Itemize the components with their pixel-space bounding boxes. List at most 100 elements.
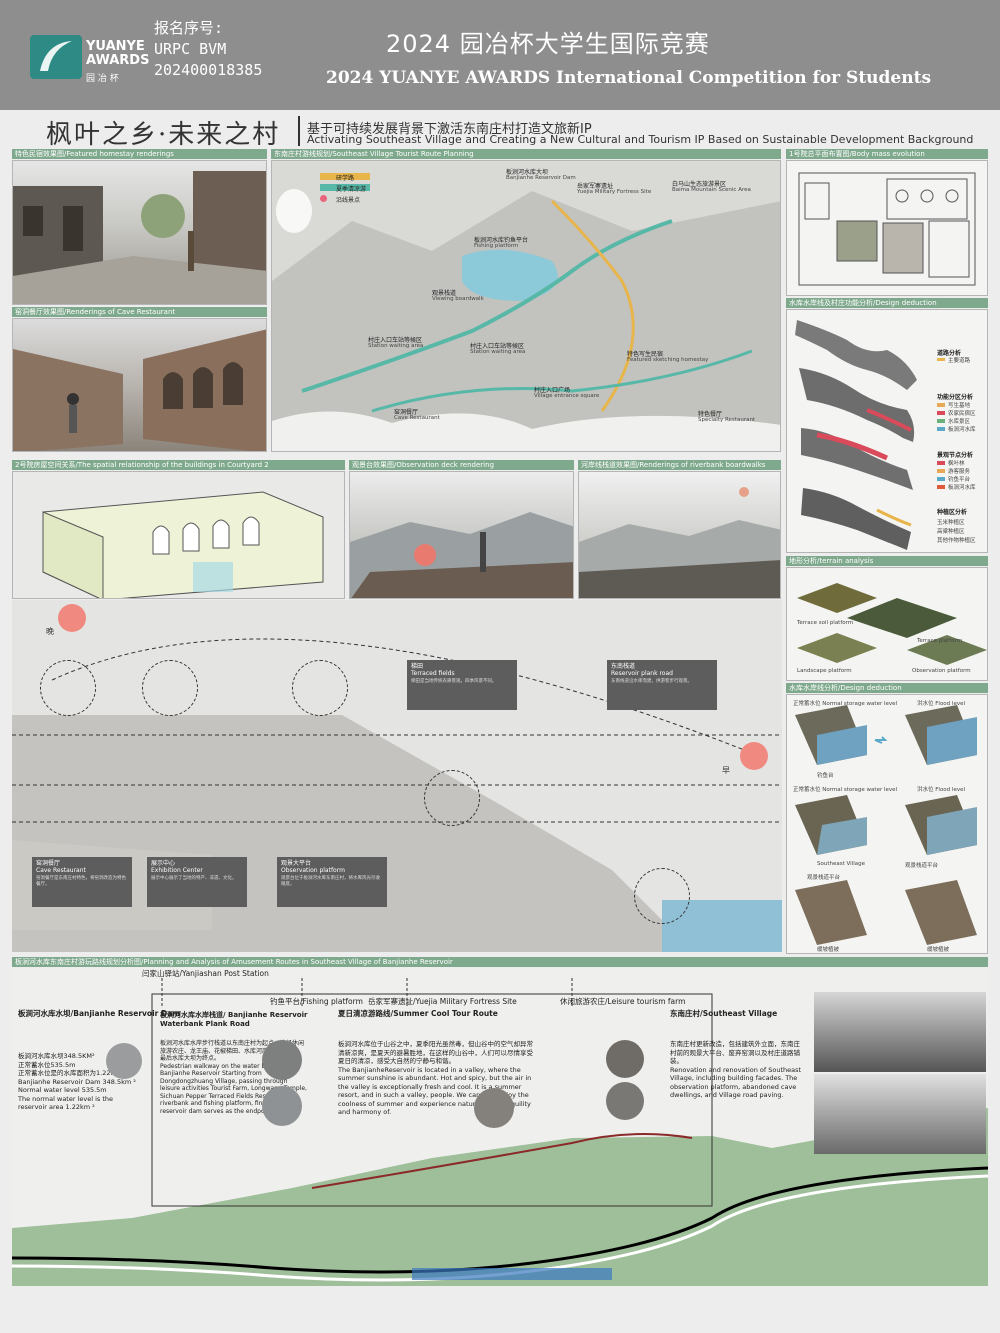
- water-flood-2: 洪水位 Flood level: [917, 787, 965, 793]
- water-fishing: 钓鱼台: [817, 773, 834, 779]
- map-label-special-cn: 特色餐厅: [698, 411, 723, 418]
- card-plank-cn: 东南栈道: [611, 663, 636, 670]
- map-label-baima-en: Baima Mountain Scenic Area: [672, 187, 751, 193]
- dam-title: 板涧河水库水坝/Banjianhe Reservoir Dam: [18, 1009, 181, 1018]
- card-reservoir-plank-road: 东南栈道 Reservoir plank road 东南栈道沿水库而建，供游客步…: [607, 660, 717, 710]
- amusement-routes-panel: 闫家山驿站/Yanjiashan Post Station 钓鱼平台/Fishi…: [12, 968, 988, 1286]
- card-exhibition-desc: 展示中心展示了当地的特产、非遗、文化。: [151, 876, 237, 881]
- card-observation-cn: 观景大平台: [281, 860, 312, 867]
- post-farm-cn: 休闲旅游农庄: [560, 997, 605, 1006]
- map-label-fortress-en: Yuejia Military Fortress Site: [577, 189, 652, 195]
- logo-brand-line1: YUANYE: [86, 39, 145, 54]
- courtyard-axonometric: [12, 471, 345, 599]
- section-bar-riverbank: 河岸线栈道效果图/Renderings of riverbank boardwa…: [578, 460, 781, 470]
- card-exhibition-en: Exhibition Center: [151, 867, 203, 874]
- legend-swatch-study: [320, 173, 370, 180]
- dam-photo: [106, 1043, 142, 1079]
- map-label-sketch-en: Featured sketching homestay: [627, 357, 709, 363]
- legend-study: 研学路: [336, 175, 355, 182]
- detail-circle-3: [292, 660, 348, 716]
- map-label-square-cn: 村庄入口广场: [534, 387, 571, 394]
- dam-text: 板涧河水库水坝348.5KM² 正常蓄水位535.5m 正常蓄水位是的水库面积为…: [18, 1052, 136, 1111]
- legend-plant-item-2: 高粱种植区: [937, 529, 965, 535]
- legend-func-item-4: 板涧河水库: [948, 427, 976, 433]
- water-normal: 正常蓄水位 Normal storage water level: [793, 701, 898, 707]
- post-fishing-en: Fishing platform: [302, 997, 363, 1006]
- legend-node-swatch-4: [937, 485, 945, 489]
- card-observation-en: Observation platform: [281, 867, 345, 874]
- project-subtitle-en: Activating Southeast Village and Creatin…: [307, 133, 974, 146]
- legend-node-title: 景观节点分析: [937, 452, 974, 459]
- legend-node-item-2: 游客服务: [948, 469, 971, 475]
- water-deck: 观景栈道平台: [905, 863, 939, 869]
- title-divider: [298, 116, 300, 146]
- site-section-diagram: 晚 早 窑洞餐厅 Cave Restaurant 窑洞餐厅是东南庄村特色，将窑洞…: [12, 600, 782, 952]
- post-fishing-cn: 钓鱼平台: [270, 997, 300, 1006]
- card-plank-en: Reservoir plank road: [611, 670, 673, 677]
- project-title-cn: 枫叶之乡·未来之村: [46, 120, 281, 150]
- section-bar-observation: 观景台效果图/Observation deck rendering: [349, 460, 574, 470]
- card-terraced-cn: 梯田: [411, 663, 424, 670]
- card-exhibition-cn: 展示中心: [151, 860, 176, 867]
- card-terraced-fields: 梯田 Terraced fields 梯田是当地传统农耕景观，四季风景不同。: [407, 660, 517, 710]
- legend-func-swatch-4: [937, 427, 945, 431]
- project-subtitle-cn: 基于可持续发展背景下激活东南庄村打造文旅新IP: [307, 122, 592, 137]
- map-label-sketch-cn: 特色写生民宿: [627, 351, 664, 358]
- terrain-label-4: Observation platform: [912, 668, 971, 674]
- legend-node-swatch-2: [937, 469, 945, 473]
- section-bar-design-deduction: 水库水岸线及村庄功能分析/Design deduction: [786, 298, 988, 308]
- card-exhibition-center: 展示中心 Exhibition Center 展示中心展示了当地的特产、非遗、文…: [147, 857, 247, 907]
- map-label-cave-en: Cave Restaurant: [394, 415, 440, 421]
- legend-node-item-1: 枫叶林: [948, 461, 965, 467]
- legend-func-title: 功能分区分析: [937, 394, 974, 401]
- legend-func-swatch-2: [937, 411, 945, 415]
- logo-cn: 园 冶 杯: [86, 74, 119, 84]
- section-bar-courtyard: 2号院房屋空间关系/The spatial relationship of th…: [12, 460, 345, 470]
- card-observation-platform: 观景大平台 Observation platform 观景台位于板涧河水库东南庄…: [277, 857, 387, 907]
- card-cave-desc: 窑洞餐厅是东南庄村特色，将窑洞改造为特色餐厅。: [36, 876, 126, 887]
- legend-pin-icon: [320, 195, 327, 202]
- detail-circle-2: [142, 660, 198, 716]
- function-analysis-panel: 道路分析 主要道路 功能分区分析 写生基地 农家民宿区 水库景区 板涧河水库 景…: [786, 309, 988, 553]
- sunset-icon: [58, 604, 86, 632]
- map-label-station2-cn: 村庄入口车站等候区: [470, 343, 525, 350]
- competition-title-en: 2024 YUANYE AWARDS International Competi…: [326, 68, 932, 88]
- site-plan: [786, 160, 988, 296]
- map-label-boardwalk-cn: 观景栈道: [432, 290, 457, 297]
- legend-plant-item-1: 玉米种植区: [937, 520, 965, 526]
- section-bar-homestay: 特色民宿效果图/Featured homestay renderings: [12, 149, 267, 159]
- section-bar-terrain: 地形分析/terrain analysis: [786, 556, 988, 566]
- summer-title: 夏日清凉游路线/Summer Cool Tour Route: [338, 1009, 498, 1018]
- legend-road-item: 主要道路: [948, 358, 971, 364]
- detail-circle-5: [634, 868, 690, 924]
- map-label-fortress-cn: 岳家军寨遗址: [577, 183, 614, 190]
- riverbank-rendering: [578, 471, 781, 599]
- reservoir-photo-1: [814, 992, 986, 1072]
- cave-restaurant-rendering: [12, 318, 267, 452]
- logo-brand: YUANYE AWARDS: [86, 40, 149, 68]
- section-bar-waterline: 水库水岸线分析/Design deduction: [786, 683, 988, 693]
- reg-code: URPC BVM: [154, 40, 227, 58]
- evening-label: 晚: [46, 627, 54, 636]
- legend-func-swatch-3: [937, 419, 945, 423]
- logo-brand-line2: AWARDS: [86, 53, 150, 68]
- legend-func-swatch-1: [937, 403, 945, 407]
- legend-road-swatch: [937, 358, 945, 361]
- homestay-rendering: [12, 160, 267, 305]
- morning-label: 早: [722, 766, 730, 775]
- legend-plant-title: 种植区分析: [937, 509, 968, 516]
- reservoir-photo-2: [814, 1074, 986, 1154]
- registration-info: 报名序号: URPC BVM 202400018385: [154, 18, 262, 81]
- plank-photo-1: [262, 1040, 302, 1080]
- map-label-boardwalk-en: Viewing boardwalk: [432, 296, 484, 302]
- legend-road-title: 道路分析: [937, 350, 962, 357]
- yuanye-logo-icon: [30, 35, 82, 79]
- card-cave-restaurant: 窑洞餐厅 Cave Restaurant 窑洞餐厅是东南庄村特色，将窑洞改造为特…: [32, 857, 132, 907]
- legend-swatch-summer: [320, 184, 370, 191]
- detail-circle-4: [424, 770, 480, 826]
- competition-title-cn: 2024 园冶杯大学生国际竞赛: [386, 30, 710, 58]
- water-flood: 洪水位 Flood level: [917, 701, 965, 707]
- summer-photo: [474, 1088, 514, 1128]
- water-normal-2: 正常蓄水位 Normal storage water level: [793, 787, 898, 793]
- map-label-station1-en: Station waiting area: [368, 343, 424, 349]
